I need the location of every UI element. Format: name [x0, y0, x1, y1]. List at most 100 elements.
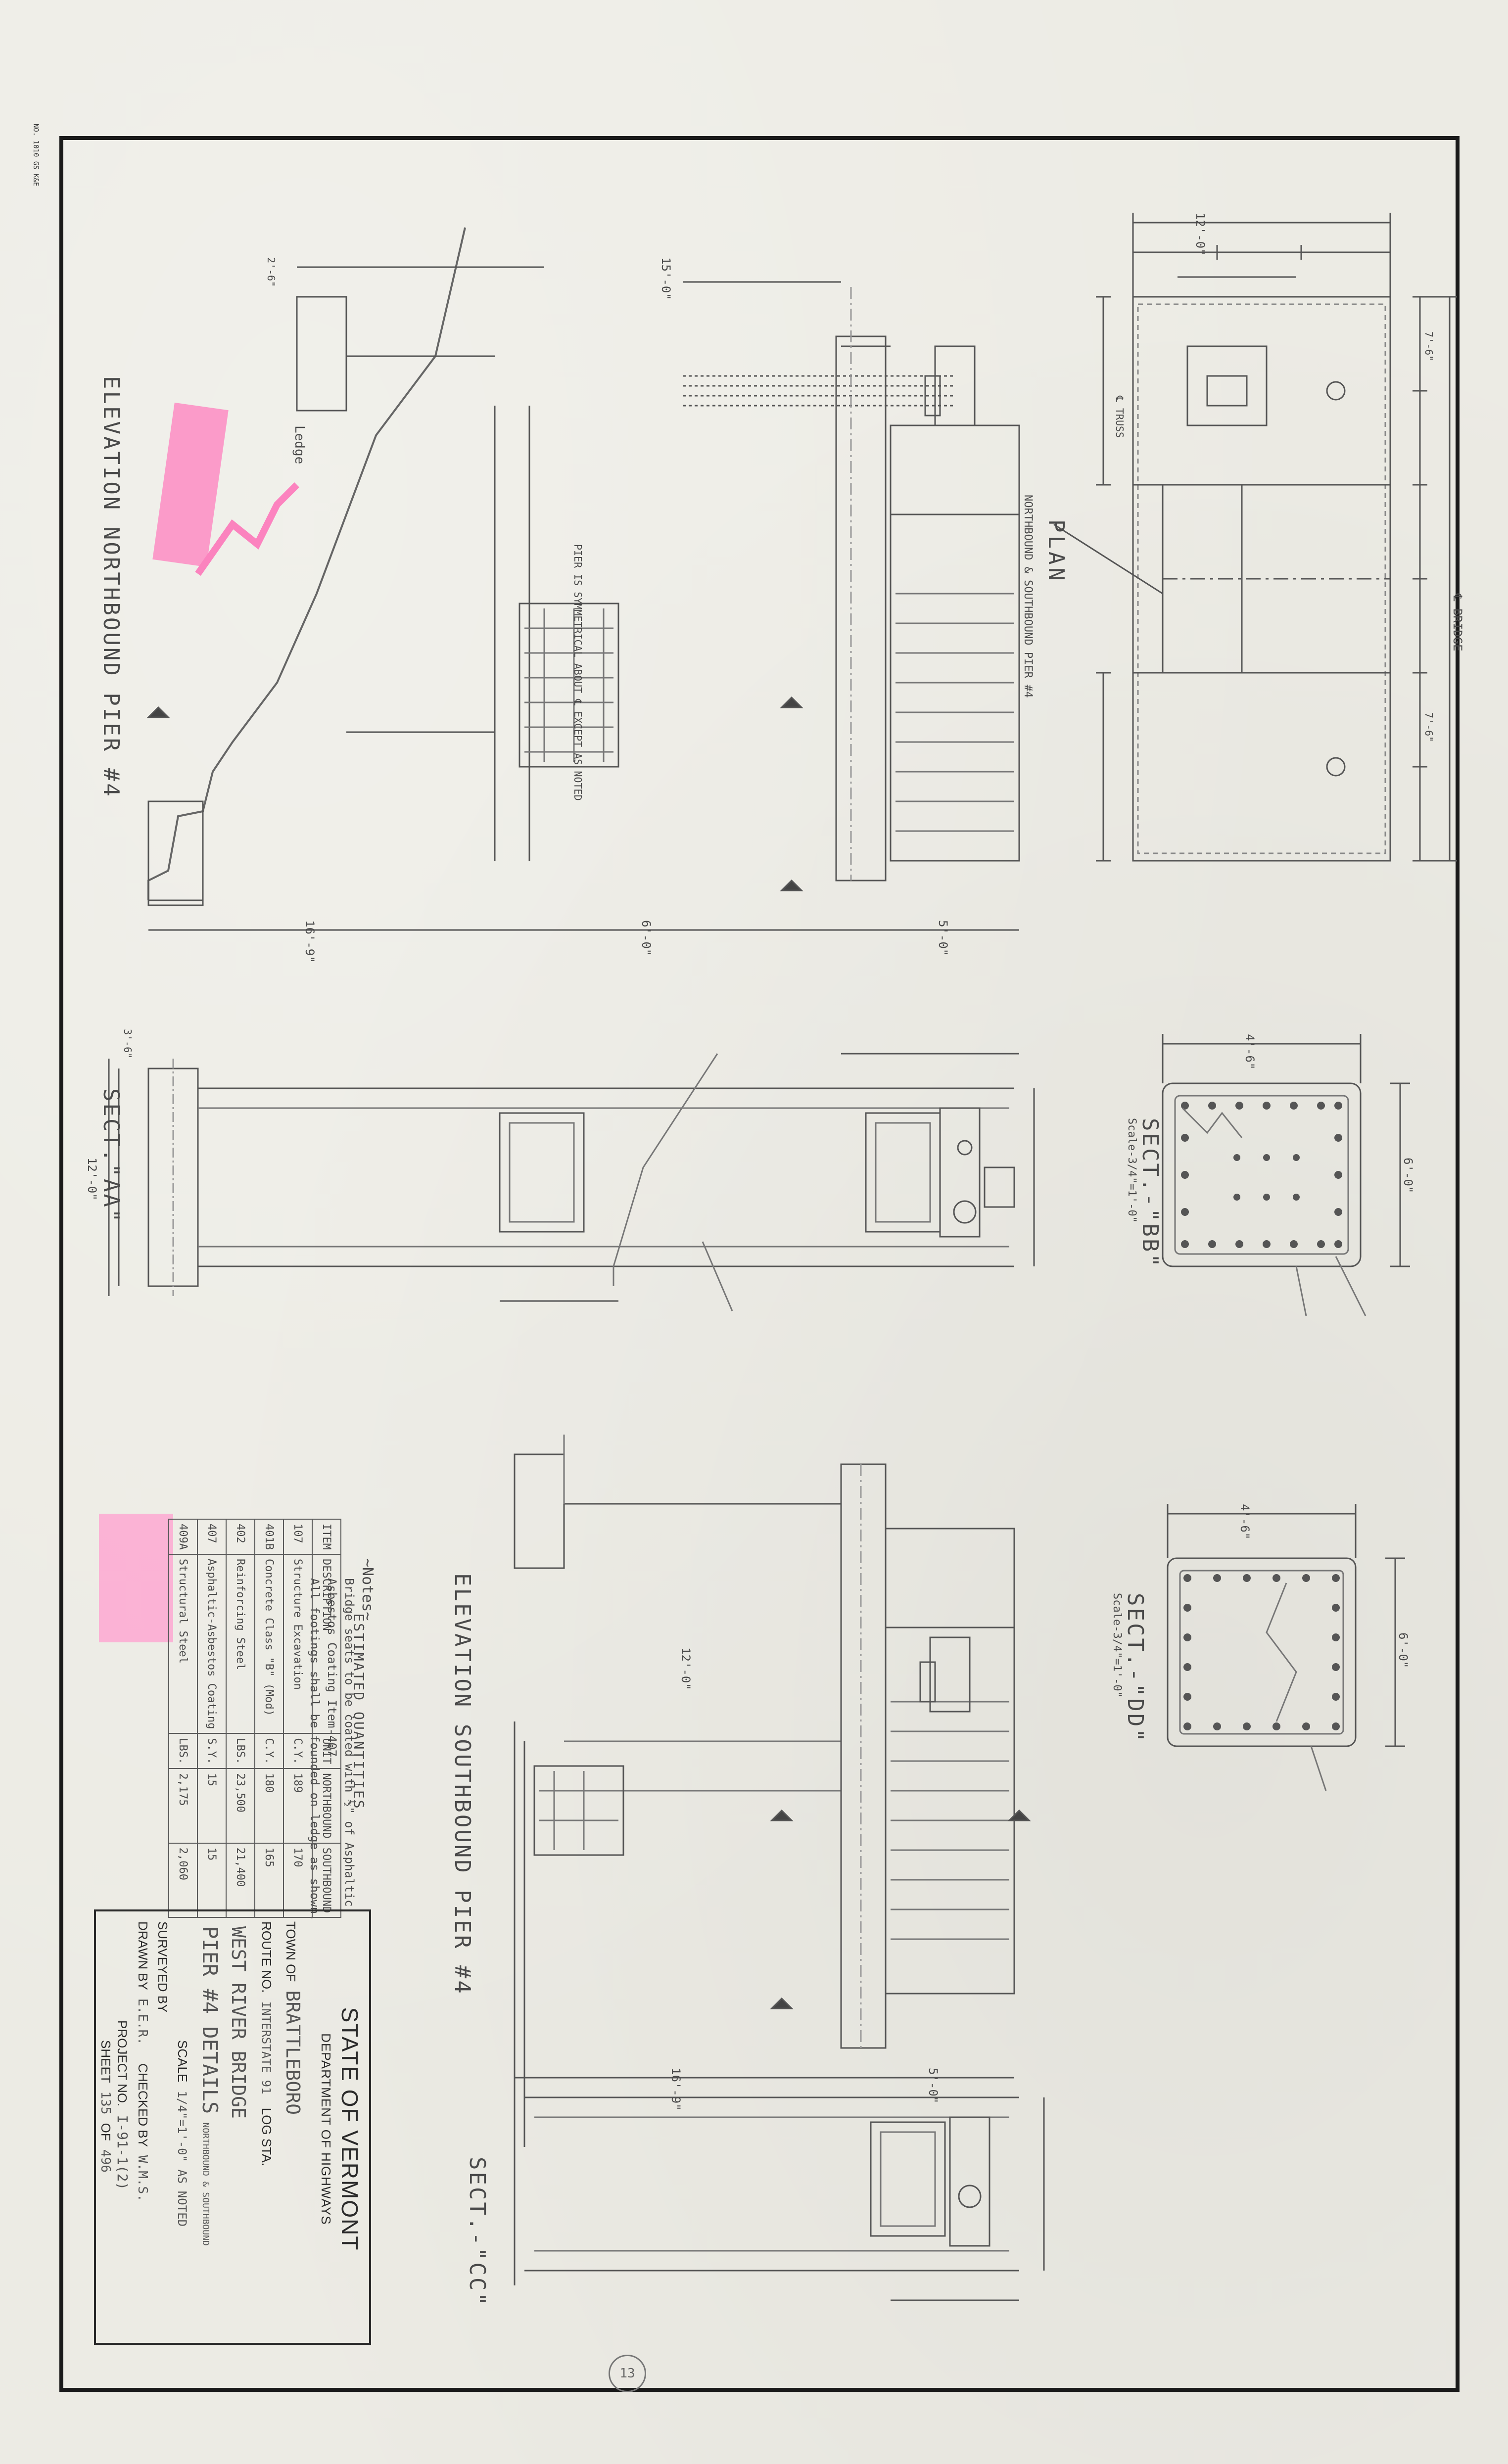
cell-northbound: 180 — [255, 1768, 283, 1843]
section-cc-title: SECT.-"CC" — [465, 2157, 490, 2308]
cell-northbound: 23,500 — [226, 1768, 255, 1843]
highlight-marks — [99, 402, 299, 1642]
cell-description: Reinforcing Steel — [226, 1554, 255, 1734]
dim-plan-width: 12'-0" — [1193, 213, 1207, 256]
cell-item: 401B — [255, 1519, 283, 1554]
checked-label: CHECKED BY — [136, 2063, 150, 2147]
cell-item: 409A — [169, 1519, 197, 1554]
dim-bb-width: 4'-6" — [1243, 1034, 1257, 1070]
dim-dd-depth: 6'-0" — [1396, 1632, 1410, 1669]
elevation-southbound-title: ELEVATION SOUTHBOUND PIER #4 — [450, 1573, 475, 1996]
dim-aa-height: 12'-0" — [85, 1158, 99, 1201]
town-label: TOWN OF — [283, 1921, 298, 1982]
town-row: TOWN OF BRATTLEBORO — [282, 1921, 304, 2115]
section-dd-title: SECT.-"DD" — [1123, 1593, 1148, 1744]
plan-subtitle: NORTHBOUND & SOUTHBOUND PIER #4 — [1022, 495, 1034, 698]
scale-row: SCALE 1/4"=1'-0" AS NOTED — [175, 2040, 190, 2227]
table-row: 407 Asphaltic-Asbestos Coating S.Y. 15 1… — [197, 1519, 226, 1918]
section-dd-scale: Scale-3/4"=1'-0" — [1111, 1593, 1123, 1698]
drawn-label: DRAWN BY — [136, 1921, 150, 1990]
cell-unit: LBS. — [226, 1733, 255, 1769]
title-block: STATE OF VERMONT DEPARTMENT OF HIGHWAYS … — [94, 1909, 371, 2345]
scale-value: 1/4"=1'-0" AS NOTED — [175, 2091, 189, 2227]
section-cc — [514, 2096, 1045, 2301]
project-value: I-91-1(2) — [114, 2115, 131, 2190]
department-name: DEPARTMENT OF HIGHWAYS — [319, 2033, 333, 2225]
sheet-value: 135 — [98, 2091, 113, 2115]
dim-sb-span: 16'-9" — [669, 2068, 683, 2111]
dim-dd-width: 4'-6" — [1238, 1504, 1252, 1540]
dim-nb-cap: 5'-0" — [936, 920, 950, 956]
plan-title: PLAN — [1043, 519, 1069, 584]
cell-southbound: 170 — [283, 1843, 312, 1918]
ledge-label: Ledge — [292, 425, 307, 465]
cell-description: Structure Excavation — [283, 1554, 312, 1734]
bridge-name: WEST RIVER BRIDGE — [228, 1926, 249, 2119]
route-value: INTERSTATE 91 — [259, 2001, 273, 2094]
cell-unit: LBS. — [169, 1733, 197, 1769]
of-label: OF — [98, 2123, 113, 2141]
state-name: STATE OF VERMONT — [337, 2007, 363, 2251]
plan-view — [1053, 213, 1457, 862]
cell-southbound: 21,400 — [226, 1843, 255, 1918]
header-description: DESCRIPTION — [312, 1554, 341, 1734]
quantities-grid: ITEM DESCRIPTION UNIT NORTHBOUND SOUTHBO… — [168, 1519, 341, 1918]
cell-northbound: 2,175 — [169, 1768, 197, 1843]
cell-southbound: 165 — [255, 1843, 283, 1918]
cell-description: Structural Steel — [169, 1554, 197, 1734]
surveyed-row: SURVEYED BY — [155, 1921, 170, 2012]
cell-description: Asphaltic-Asbestos Coating — [197, 1554, 226, 1734]
section-bb — [1162, 1034, 1410, 1316]
elevation-northbound — [146, 227, 1020, 931]
cell-northbound: 15 — [197, 1768, 226, 1843]
elevation-southbound — [514, 1435, 1031, 2147]
cell-northbound: 189 — [283, 1768, 312, 1843]
table-row: 409A Structural Steel LBS. 2,175 2,060 — [169, 1519, 197, 1918]
route-label: ROUTE NO. — [259, 1921, 274, 1993]
dim-plan-bay-1: 7'-6" — [1423, 331, 1435, 362]
cell-unit: C.Y. — [283, 1733, 312, 1769]
dim-aa-foot: 3'-6" — [122, 1029, 134, 1059]
drawn-row: DRAWN BY E.E.R. CHECKED BY W.M.S. — [135, 1921, 150, 2202]
header-northbound: NORTHBOUND — [312, 1768, 341, 1843]
cell-item: 107 — [283, 1519, 312, 1554]
section-aa — [108, 1053, 1035, 1311]
sheet-number-row: SHEET 135 OF 496 — [98, 2040, 113, 2173]
sheet-title: PIER #4 DETAILS — [198, 1926, 222, 2114]
cell-southbound: 2,060 — [169, 1843, 197, 1918]
cell-unit: C.Y. — [255, 1733, 283, 1769]
table-row: 107 Structure Excavation C.Y. 189 170 — [283, 1519, 312, 1918]
of-value: 496 — [98, 2149, 113, 2173]
surveyed-label: SURVEYED BY — [155, 1921, 170, 2013]
bridge-centerline-label: ℄ BRIDGE — [1451, 594, 1464, 651]
cell-description: Concrete Class "B" (Mod) — [255, 1554, 283, 1734]
table-header-row: ITEM DESCRIPTION UNIT NORTHBOUND SOUTHBO… — [312, 1519, 341, 1918]
dim-nb-span: 16'-9" — [303, 920, 317, 963]
cell-item: 407 — [197, 1519, 226, 1554]
elevation-northbound-title: ELEVATION NORTHBOUND PIER #4 — [98, 376, 124, 798]
scale-label: SCALE — [175, 2040, 190, 2083]
dim-sb-cap: 5'-0" — [926, 2068, 940, 2104]
section-dd — [1167, 1504, 1405, 1791]
table-row: 402 Reinforcing Steel LBS. 23,500 21,400 — [226, 1519, 255, 1918]
quantities-title: ESTIMATED QUANTITIES — [351, 1613, 367, 1810]
bridge-row: WEST RIVER BRIDGE — [228, 1921, 249, 2119]
sheet-subtitle: NORTHBOUND & SOUTHBOUND — [200, 2122, 211, 2246]
truss-label: ℄ TRUSS — [1114, 396, 1126, 438]
route-row: ROUTE NO. INTERSTATE 91 LOG STA. — [259, 1921, 274, 2166]
project-label: PROJECT NO. — [115, 2020, 130, 2107]
sheet-label: SHEET — [98, 2040, 113, 2083]
table-row: 401B Concrete Class "B" (Mod) C.Y. 180 1… — [255, 1519, 283, 1918]
town-value: BRATTLEBORO — [282, 1990, 304, 2115]
header-item: ITEM — [312, 1519, 341, 1554]
cell-southbound: 15 — [197, 1843, 226, 1918]
dim-nb-foot: 2'-6" — [265, 257, 277, 287]
dim-sb-strut: 12'-0" — [679, 1647, 693, 1690]
dim-plan-bay-2: 7'-6" — [1423, 712, 1435, 743]
project-row: PROJECT NO. I-91-1(2) — [114, 2020, 131, 2190]
section-aa-title: SECT."AA" — [98, 1088, 124, 1224]
quantities-table: ESTIMATED QUANTITIES ITEM DESCRIPTION UN… — [94, 1519, 371, 1918]
drawn-value: E.E.R. — [135, 1998, 150, 2045]
